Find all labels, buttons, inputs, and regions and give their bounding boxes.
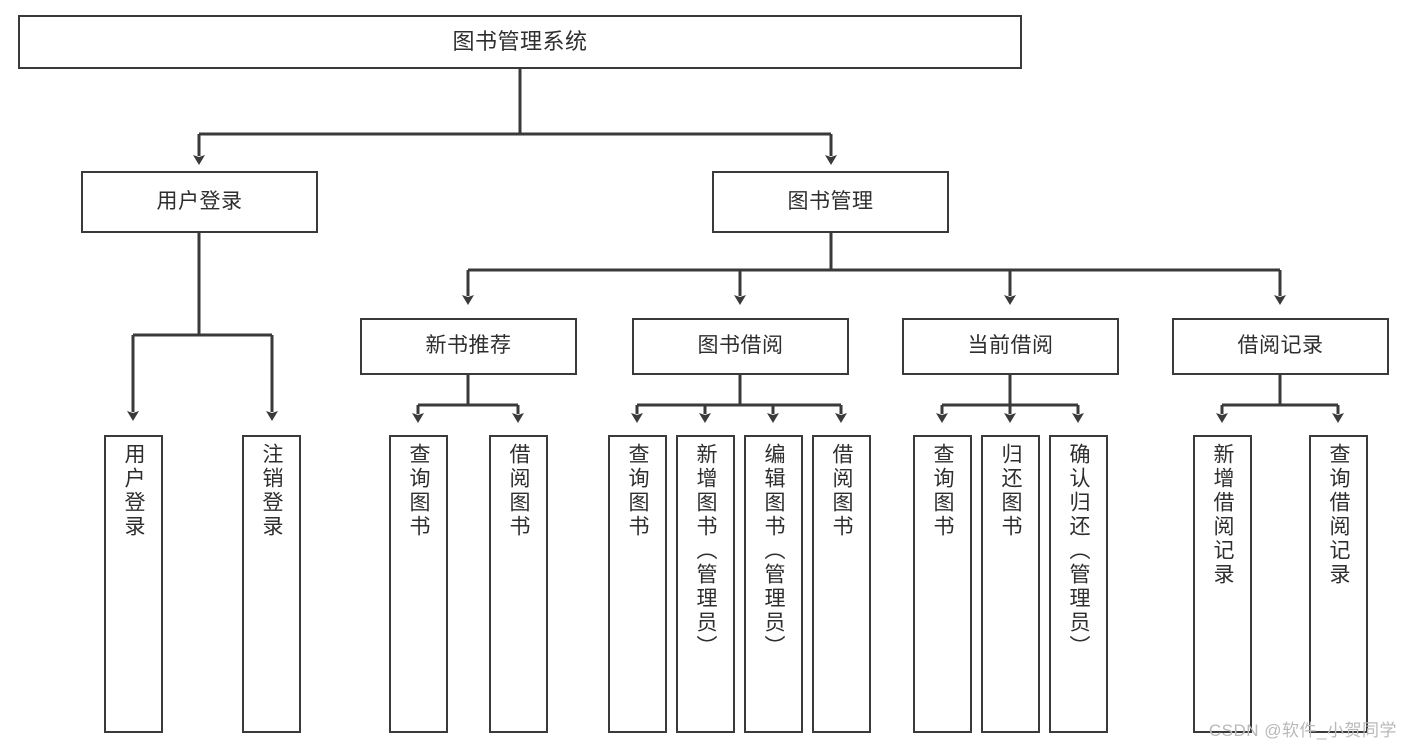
- node-label: 编辑图书（管理员）: [762, 443, 785, 659]
- node-root-system[interactable]: 图书管理系统: [18, 15, 1022, 69]
- node-label: 新增图书（管理员）: [694, 443, 717, 659]
- node-label: 新增借阅记录: [1211, 443, 1234, 587]
- leaf-user-logout[interactable]: 注销登录: [242, 435, 301, 733]
- node-label: 用户登录: [122, 443, 145, 539]
- node-current-borrow[interactable]: 当前借阅: [902, 318, 1119, 375]
- node-label: 查询图书: [407, 443, 430, 539]
- node-label: 借阅图书: [507, 443, 530, 539]
- leaf-add-borrow-record[interactable]: 新增借阅记录: [1193, 435, 1252, 733]
- node-label: 图书管理系统: [452, 29, 588, 55]
- node-book-management[interactable]: 图书管理: [712, 171, 949, 233]
- node-label: 注销登录: [260, 443, 283, 539]
- edge-root-to-level1: [193, 69, 837, 165]
- leaf-query-book-current[interactable]: 查询图书: [913, 435, 972, 733]
- node-book-borrow[interactable]: 图书借阅: [632, 318, 849, 375]
- node-label: 查询借阅记录: [1327, 443, 1350, 587]
- leaf-borrow-book[interactable]: 借阅图书: [812, 435, 871, 733]
- leaf-user-login[interactable]: 用户登录: [104, 435, 163, 733]
- edge-currentborrow-to-leaves: [936, 375, 1084, 423]
- node-label: 借阅记录: [1237, 334, 1324, 358]
- node-label: 图书借阅: [697, 334, 784, 358]
- leaf-confirm-return[interactable]: 确认归还（管理员）: [1049, 435, 1108, 733]
- node-label: 新书推荐: [425, 334, 512, 358]
- leaf-query-book-borrow[interactable]: 查询图书: [608, 435, 667, 733]
- edge-borrow-to-leaves: [631, 375, 847, 423]
- leaf-add-book[interactable]: 新增图书（管理员）: [676, 435, 735, 733]
- node-label: 当前借阅: [967, 334, 1054, 358]
- edge-recommend-to-leaves: [412, 375, 524, 423]
- node-borrow-record[interactable]: 借阅记录: [1172, 318, 1389, 375]
- node-new-book-recommend[interactable]: 新书推荐: [360, 318, 577, 375]
- node-label: 确认归还（管理员）: [1067, 443, 1090, 659]
- edge-bookmgmt-to-level2: [462, 233, 1286, 305]
- node-label: 借阅图书: [830, 443, 853, 539]
- node-label: 图书管理: [787, 189, 874, 213]
- edge-record-to-leaves: [1216, 375, 1344, 423]
- node-label: 查询图书: [626, 443, 649, 539]
- leaf-query-borrow-record[interactable]: 查询借阅记录: [1309, 435, 1368, 733]
- node-label: 归还图书: [999, 443, 1022, 539]
- node-label: 用户登录: [156, 189, 243, 213]
- node-label: 查询图书: [931, 443, 954, 539]
- leaf-borrow-book-recommend[interactable]: 借阅图书: [489, 435, 548, 733]
- leaf-query-book-recommend[interactable]: 查询图书: [389, 435, 448, 733]
- leaf-return-book[interactable]: 归还图书: [981, 435, 1040, 733]
- leaf-edit-book[interactable]: 编辑图书（管理员）: [744, 435, 803, 733]
- node-user-login[interactable]: 用户登录: [81, 171, 318, 233]
- edge-userlogin-to-leaves: [127, 233, 278, 421]
